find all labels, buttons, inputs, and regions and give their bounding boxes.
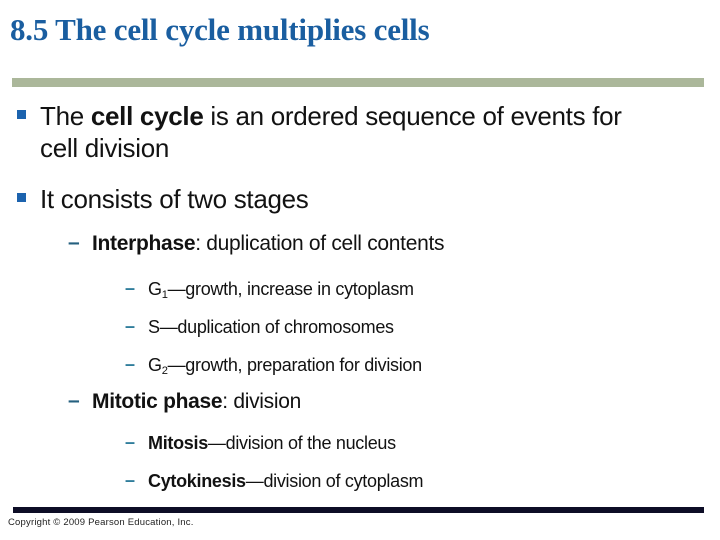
text-rest: : division <box>222 390 302 413</box>
dash-icon: – <box>125 354 136 374</box>
text-bold-interphase: Interphase <box>92 232 196 255</box>
sub-bullet-cytokinesis: – Cytokinesis—division of cytoplasm <box>125 470 668 492</box>
copyright-text: Copyright © 2009 Pearson Education, Inc. <box>8 517 194 528</box>
bullet-square-icon <box>17 110 26 119</box>
text-bold-mitotic-phase: Mitotic phase <box>92 390 223 413</box>
sub-bullet-g2: – G2—growth, preparation for division <box>125 354 668 379</box>
text-pre: The <box>40 101 91 131</box>
dash-icon: – <box>68 231 80 254</box>
sub-bullet-s: – S—duplication of chromosomes <box>125 316 668 341</box>
text-post: is an ordered sequence of events for cel… <box>40 101 622 164</box>
text-bold-mitosis: Mitosis <box>148 433 208 453</box>
text-rest: —division of the nucleus <box>207 433 396 453</box>
text-rest: —duplication of chromosomes <box>159 317 394 337</box>
text-rest: —division of cytoplasm <box>245 471 424 491</box>
bullet-item-cell-cycle: The cell cycle is an ordered sequence of… <box>17 100 650 164</box>
sub-bullet-g1: – G1—growth, increase in cytoplasm <box>125 278 668 303</box>
dash-icon: – <box>125 316 136 336</box>
dash-icon: – <box>125 432 136 452</box>
sub-bullet-mitotic-phase: – Mitotic phase: division <box>68 389 652 415</box>
sub-bullet-mitosis: – Mitosis—division of the nucleus <box>125 432 668 454</box>
text-rest: —growth, preparation for division <box>167 355 423 375</box>
dash-icon: – <box>68 389 80 412</box>
bullet-text: The cell cycle is an ordered sequence of… <box>40 100 650 164</box>
bullet-text: Interphase: duplication of cell contents <box>92 231 652 257</box>
bullet-text: Mitotic phase: division <box>92 389 652 415</box>
bullet-square-icon <box>17 193 26 202</box>
text-lead: G <box>148 355 162 375</box>
dash-icon: – <box>125 278 136 298</box>
title-divider <box>12 78 704 87</box>
dash-icon: – <box>125 470 136 490</box>
bullet-item-two-stages: It consists of two stages <box>17 183 650 215</box>
bullet-text: S—duplication of chromosomes <box>148 316 668 341</box>
text-rest: : duplication of cell contents <box>195 232 445 255</box>
text-lead: G <box>148 279 162 299</box>
sub-bullet-interphase: – Interphase: duplication of cell conten… <box>68 231 652 257</box>
text-subscript: 1 <box>161 289 168 302</box>
text-lead: S <box>148 317 160 337</box>
bullet-text: It consists of two stages <box>40 184 309 214</box>
bullet-text: Mitosis—division of the nucleus <box>148 432 668 454</box>
bullet-text: Cytokinesis—division of cytoplasm <box>148 470 668 492</box>
text-rest: —growth, increase in cytoplasm <box>167 279 414 299</box>
text-bold-cytokinesis: Cytokinesis <box>148 471 246 491</box>
text-subscript: 2 <box>161 365 168 378</box>
text-bold-cell-cycle: cell cycle <box>90 101 204 131</box>
footer-bar <box>13 507 704 513</box>
bullet-text: G2—growth, preparation for division <box>148 354 668 379</box>
slide-title: 8.5 The cell cycle multiplies cells <box>10 12 430 47</box>
bullet-text: G1—growth, increase in cytoplasm <box>148 278 668 303</box>
